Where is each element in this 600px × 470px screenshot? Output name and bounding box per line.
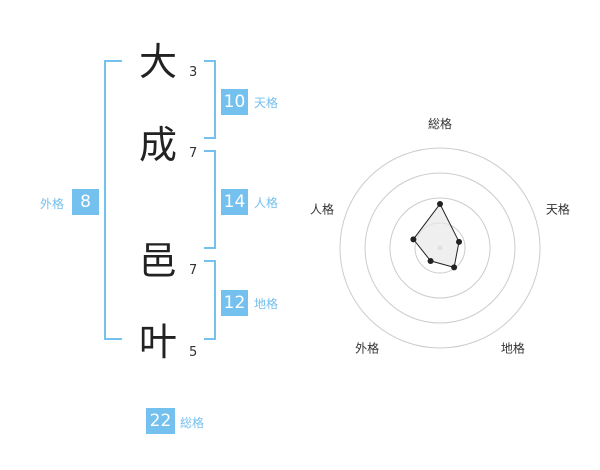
radar-point [437,201,443,207]
chikaku-badge: 12 [221,290,248,316]
stroke-count-4: 5 [189,345,198,360]
jinkaku-badge: 14 [221,189,248,215]
radar-grid-ring [339,147,541,349]
radar-point [456,238,463,245]
name-char-4: 叶 [138,320,177,364]
name-char-1: 大 [138,40,177,84]
soukaku-badge: 22 [146,408,175,434]
chikaku-label: 地格 [254,297,279,311]
gaikaku-label: 外格 [40,197,65,211]
radar-axis-label: 地格 [501,340,525,355]
radar-point [451,264,458,271]
jinkaku-bracket [204,150,216,249]
radar-series-polygon [412,203,460,269]
radar-point [427,257,434,264]
gaikaku-badge: 8 [72,189,99,215]
stroke-count-2: 7 [189,146,198,161]
radar-axis-label: 人格 [310,202,334,217]
radar-grid-ring [364,172,516,324]
radar-axis-label: 総格 [428,116,452,131]
soukaku-label: 総格 [180,416,205,430]
tenkaku-badge: 10 [221,89,248,115]
radar-grid [339,147,541,349]
radar-points [410,201,463,271]
radar-grid-ring [389,197,491,299]
stroke-count-1: 3 [189,65,198,80]
name-char-3: 邑 [138,239,177,283]
gaikaku-bracket [104,60,122,340]
radar-point [410,236,417,243]
stroke-count-3: 7 [189,263,198,278]
name-char-2: 成 [138,123,177,167]
tenkaku-bracket [204,60,216,139]
tenkaku-label: 天格 [254,96,279,110]
chikaku-bracket [204,260,216,340]
radar-axis-label: 天格 [546,202,570,217]
radar-axis-label: 外格 [355,340,379,355]
jinkaku-label: 人格 [254,196,279,210]
